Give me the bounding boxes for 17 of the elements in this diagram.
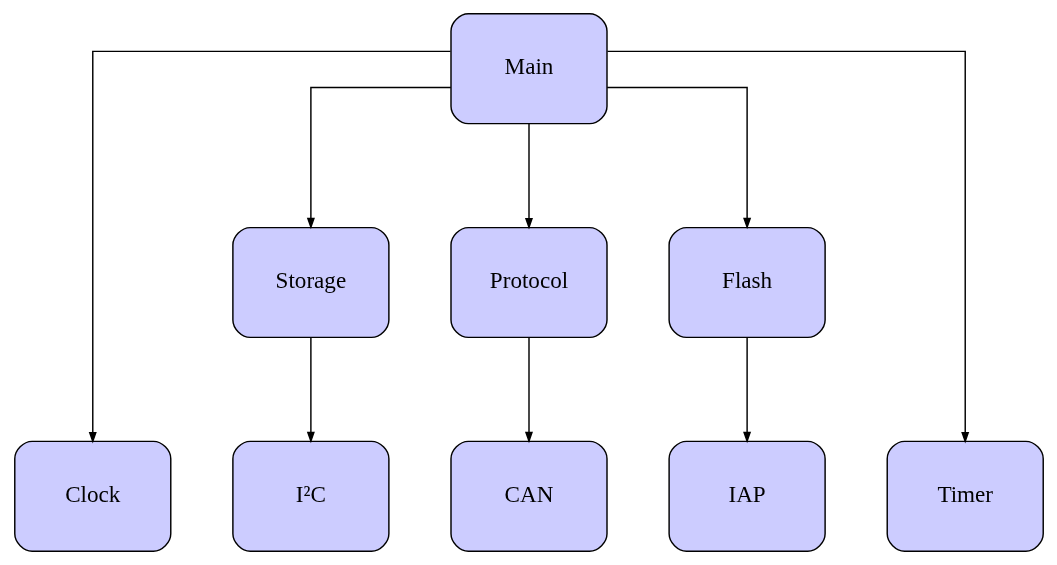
node-box: Main [449,13,608,125]
arrow [524,336,533,444]
node-box: Storage [231,226,390,339]
arrow [524,123,533,230]
arrow [306,336,315,444]
node-box: Clock [13,440,171,552]
arrow [742,336,751,444]
node-box: Flash [667,226,826,339]
node-box: Protocol [449,226,608,339]
node-box: IAP [667,440,826,552]
node-box: I²C [231,440,390,552]
node-box: Timer [886,440,1044,552]
arrow [306,86,452,230]
arrow [88,50,451,444]
arrow [606,50,969,444]
node-box: CAN [449,440,608,552]
arrow [605,86,751,230]
